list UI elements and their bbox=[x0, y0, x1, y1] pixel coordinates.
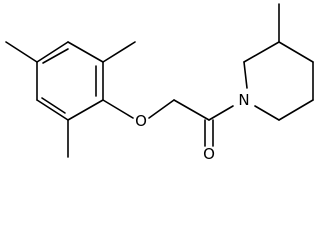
pip-bond-n-c2 bbox=[243, 61, 248, 89]
ring-double-bond-inner-3 bbox=[42, 48, 69, 64]
molecule-svg: O O N bbox=[5, 3, 314, 163]
ether-ch2-bond bbox=[148, 99, 175, 119]
methyl-bond-top bbox=[102, 41, 136, 63]
ring-bond-c4-c5 bbox=[36, 41, 69, 63]
ch2-carbonyl-bond bbox=[173, 99, 210, 121]
ring-bond-c2-c3 bbox=[36, 99, 69, 121]
pip-bond-c3-c4 bbox=[278, 41, 314, 63]
pip-bond-c2-c3 bbox=[243, 41, 280, 63]
methyl-bond-left bbox=[5, 41, 38, 63]
ring-bond-c1-c2 bbox=[67, 99, 104, 121]
pip-bond-c6-n bbox=[254, 105, 280, 121]
molecule-structure-diagram: O O N bbox=[5, 3, 314, 163]
ring-nitrogen-label: N bbox=[238, 91, 249, 109]
ether-oxygen-label: O bbox=[135, 112, 147, 130]
aryl-ring bbox=[36, 41, 104, 121]
pip-bond-c5-c6 bbox=[278, 99, 314, 121]
ring-double-bond-inner-2 bbox=[41, 97, 66, 114]
ring-bond-c5-c6 bbox=[67, 41, 104, 63]
piperidine-ring bbox=[243, 41, 314, 121]
aryl-ether-bond bbox=[102, 99, 134, 119]
carbonyl-amide-bond bbox=[208, 105, 234, 121]
carbonyl-oxygen-label: O bbox=[203, 145, 215, 163]
